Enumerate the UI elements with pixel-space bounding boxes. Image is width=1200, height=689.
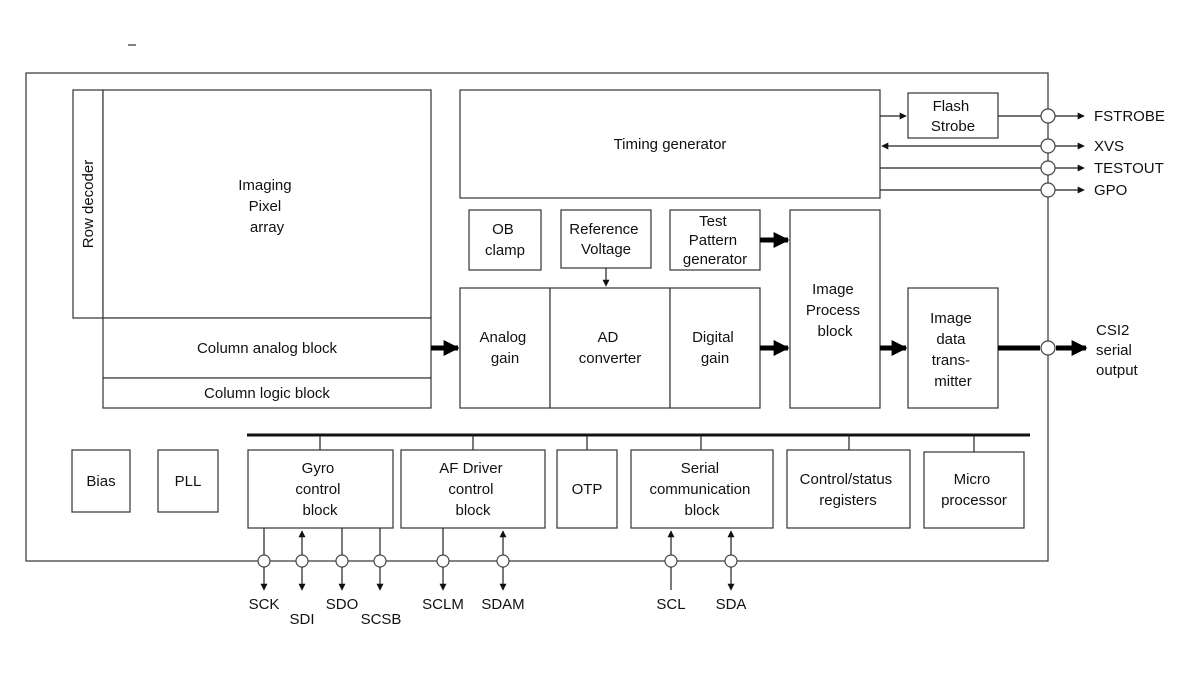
scl-label: SCL (656, 596, 685, 613)
pll-label: PLL (175, 473, 202, 490)
otp-block (556, 449, 618, 529)
bias-label: Bias (86, 473, 115, 490)
fstrobe-label: FSTROBE (1094, 108, 1165, 125)
af-driver-pins (436, 528, 510, 591)
xvs-label: XVS (1094, 138, 1124, 155)
column-logic-block (102, 377, 432, 409)
data-path-arrows (431, 232, 1088, 356)
otp-label: OTP (572, 481, 603, 498)
timing-signal-wires (880, 112, 1085, 194)
reference-voltage-label: Reference Voltage (569, 221, 642, 258)
csi2-output-label: CSI2 serial output (1096, 322, 1139, 379)
gyro-control-label: Gyro control block (295, 460, 344, 519)
digital-gain-label: Digital gain (692, 329, 738, 367)
right-pins (1040, 108, 1056, 356)
serial-communication-label: Serial communication block (649, 460, 754, 519)
sdam-label: SDAM (481, 596, 524, 613)
image-process-block (789, 209, 881, 409)
test-pattern-generator-label: Test Pattern generator (683, 213, 747, 268)
chip-boundary (25, 72, 1049, 562)
sda-label: SDA (716, 596, 747, 613)
micro-processor-label: Micro processor (941, 471, 1007, 509)
image-data-transmitter-block (907, 287, 999, 409)
sck-label: SCK (249, 596, 280, 613)
column-analog-label: Column analog block (197, 340, 338, 357)
sdo-label: SDO (326, 596, 359, 613)
timing-generator-block (459, 89, 881, 199)
analog-gain-label: Analog gain (480, 329, 531, 367)
flash-strobe-label: Flash Strobe (931, 98, 975, 135)
scsb-label: SCSB (361, 611, 402, 628)
af-driver-control-block (400, 449, 546, 529)
ad-converter-block (549, 287, 671, 409)
gyro-control-block (247, 449, 394, 529)
ob-clamp-block (468, 209, 542, 271)
af-driver-control-label: AF Driver control block (439, 460, 507, 519)
control-status-registers-label: Control/status registers (800, 471, 897, 509)
bus-taps (319, 435, 975, 452)
reference-voltage-block (560, 209, 652, 269)
ob-clamp-label: OB clamp (485, 221, 525, 259)
ad-converter-label: AD converter (579, 329, 642, 367)
serial-communication-block (630, 449, 774, 529)
row-decoder-label: Row decoder (80, 160, 97, 248)
timing-generator-label: Timing generator (614, 136, 727, 153)
sdi-label: SDI (289, 611, 314, 628)
digital-gain-block (669, 287, 761, 409)
bias-block (71, 449, 131, 513)
row-decoder-block (72, 89, 104, 319)
column-logic-label: Column logic block (204, 385, 330, 402)
image-data-transmitter-label: Image data trans- mitter (930, 310, 976, 390)
image-process-label: Image Process block (806, 281, 864, 340)
gyro-pins (257, 528, 387, 591)
control-status-registers-block (786, 449, 911, 529)
micro-processor-block (923, 451, 1025, 529)
testout-label: TESTOUT (1094, 160, 1164, 177)
gpo-label: GPO (1094, 182, 1127, 199)
serial-pins (664, 530, 738, 591)
pll-block (157, 449, 219, 513)
sclm-label: SCLM (422, 596, 464, 613)
pixel-array-block (102, 89, 432, 319)
analog-gain-block (459, 287, 551, 409)
pixel-array-label: Imaging Pixel array (238, 177, 296, 236)
